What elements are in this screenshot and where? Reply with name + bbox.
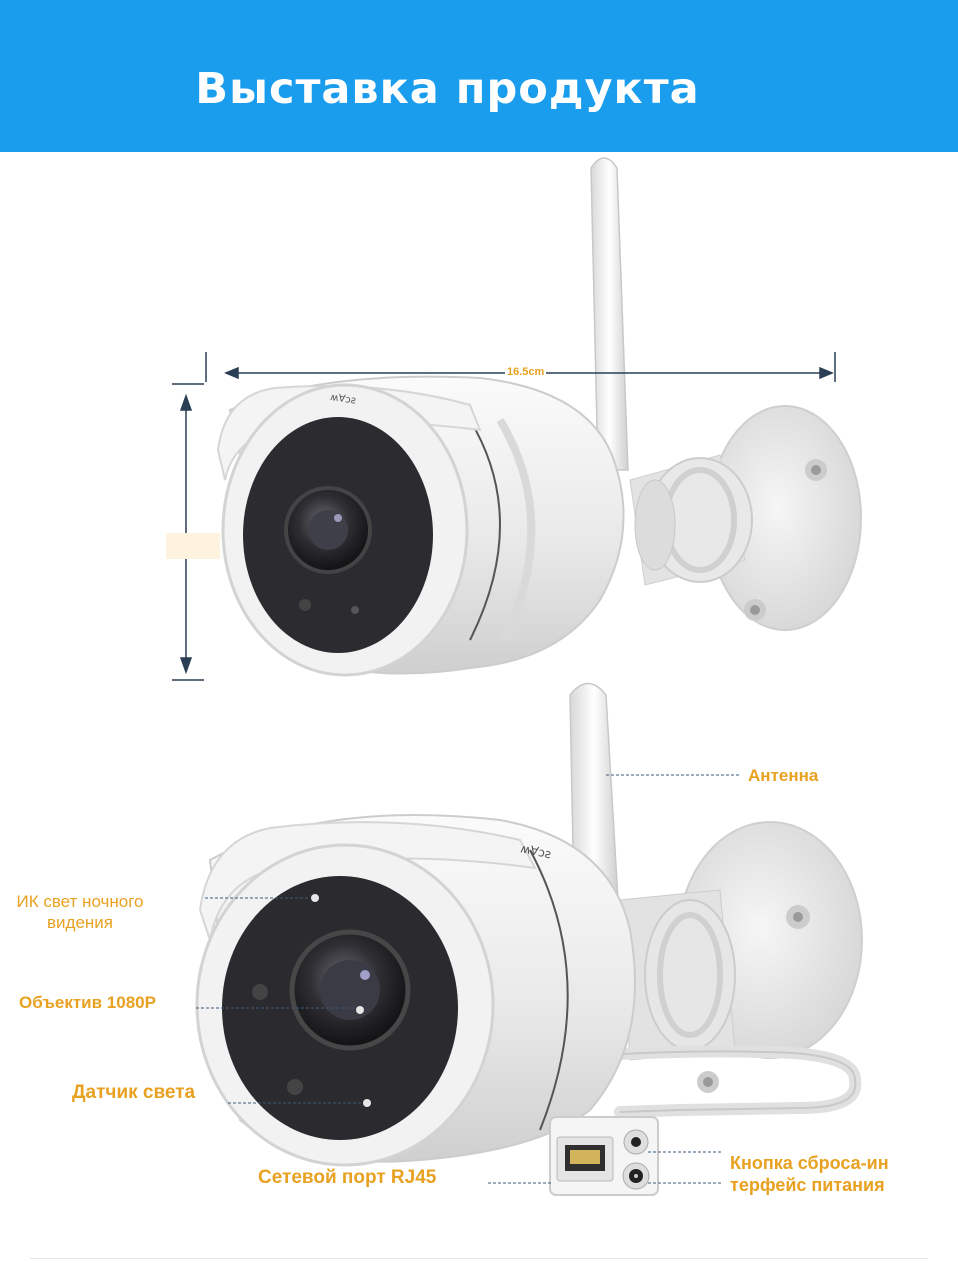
callout-ir-line1: ИК свет ночного — [16, 892, 144, 911]
callout-lens: Объектив 1080P — [19, 993, 156, 1012]
antenna — [569, 682, 619, 901]
antenna — [590, 157, 629, 471]
ir-led — [311, 894, 319, 902]
callout-reset-line1: Кнопка сброса-ин — [730, 1153, 889, 1173]
svg-text:ʍ∀ɔƨ: ʍ∀ɔƨ — [330, 392, 357, 406]
callout-ir-night-vision: ИК свет ночного видения — [0, 891, 160, 933]
svg-text:ʍ∀ɔƨ: ʍ∀ɔƨ — [519, 841, 552, 861]
light-sensor — [363, 1099, 371, 1107]
camera-top: ʍ∀ɔƨ — [216, 157, 862, 677]
callout-leaders — [196, 774, 740, 1184]
callout-rj45: Сетевой порт RJ45 — [258, 1167, 437, 1188]
callout-light-sensor: Датчик света — [72, 1082, 196, 1103]
callout-ir-line2: видения — [47, 913, 113, 932]
sun-shield — [198, 821, 537, 941]
camera-bottom: ʍ∀ɔƨ — [195, 682, 863, 1196]
footer-divider — [30, 1258, 928, 1259]
width-dimension-label: 16.5cm — [505, 366, 547, 378]
height-label-box — [166, 533, 220, 559]
page-title: Выставка продукта — [195, 64, 700, 114]
callout-reset-line2: терфейс питания — [730, 1175, 885, 1195]
header-banner: Выставка продукта — [0, 0, 958, 152]
callout-antenna: Антенна — [748, 766, 819, 785]
callout-reset-power: Кнопка сброса-ин терфейс питания — [730, 1152, 889, 1196]
power-cable — [594, 1045, 862, 1118]
